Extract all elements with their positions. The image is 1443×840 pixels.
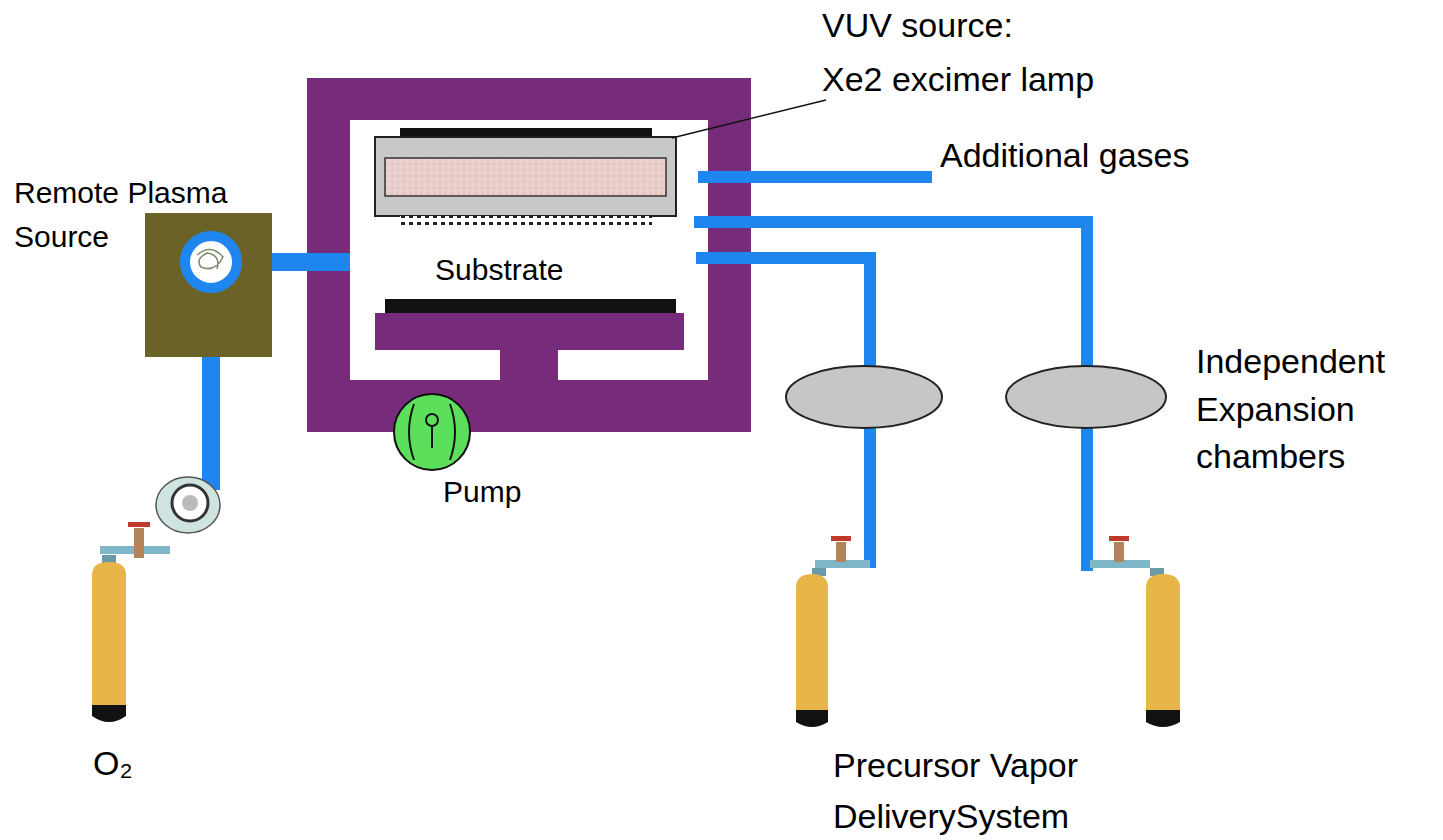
part-label: O₂: [93, 742, 213, 785]
part-label: Additional gases: [940, 134, 1360, 177]
node-label: Remote Plasma Source: [14, 171, 229, 258]
part-label: Pump: [443, 473, 593, 511]
part-label: Precursor Vapor DeliverySystem: [833, 740, 1173, 840]
part-label: Substrate: [435, 251, 685, 289]
part-label: Independent Expansion chambers: [1196, 338, 1438, 481]
plasma-coil-symbol: [145, 213, 272, 357]
plasma-source-box: Remote Plasma Source: [145, 213, 272, 357]
part-label: Xe2 excimer lamp: [822, 58, 1242, 101]
part-label: VUV source:: [822, 4, 1242, 47]
